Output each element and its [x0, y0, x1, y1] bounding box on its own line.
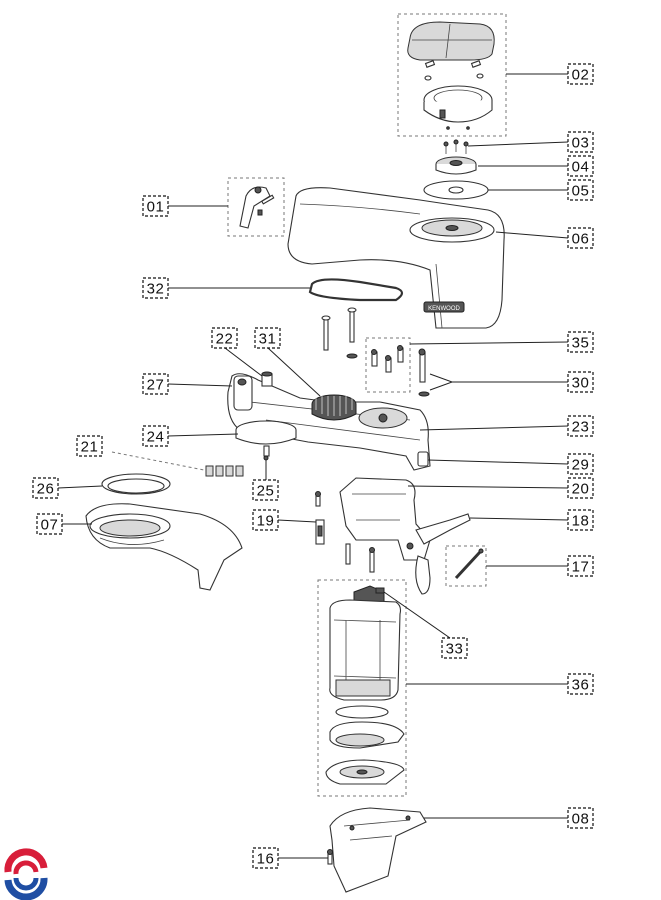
svg-text:07: 07 [41, 517, 59, 534]
svg-text:05: 05 [572, 183, 590, 200]
part-07-lower-cover [85, 503, 243, 591]
part-03-screws [443, 139, 469, 154]
svg-text:26: 26 [37, 481, 55, 498]
svg-text:33: 33 [446, 641, 464, 658]
svg-text:02: 02 [572, 67, 590, 84]
label-18: 18 [567, 509, 594, 531]
svg-text:03: 03 [572, 135, 590, 152]
label-02: 02 [567, 63, 594, 85]
part-06-head-casing: KENWOOD [287, 187, 505, 329]
svg-text:36: 36 [572, 677, 590, 694]
part-04-hub [435, 156, 477, 175]
part-21-rubber-pads [111, 451, 244, 477]
part-31-gear [311, 394, 357, 421]
label-19: 19 [252, 509, 279, 531]
part-19-screws [315, 491, 375, 573]
label-31: 31 [254, 327, 281, 349]
svg-text:08: 08 [572, 811, 590, 828]
label-21: 21 [76, 435, 103, 457]
label-30: 30 [567, 371, 594, 393]
svg-text:30: 30 [572, 375, 590, 392]
label-08: 08 [567, 807, 594, 829]
part-18-lever [415, 513, 471, 595]
label-23: 23 [567, 415, 594, 437]
label-24: 24 [142, 425, 169, 447]
svg-text:31: 31 [259, 331, 277, 348]
part-25-shaft [263, 445, 270, 461]
label-29: 29 [567, 453, 594, 475]
svg-text:20: 20 [572, 481, 590, 498]
svg-text:17: 17 [572, 559, 590, 576]
part-29-foot [417, 451, 429, 467]
part-22-boss [261, 371, 273, 387]
label-03: 03 [567, 131, 594, 153]
svg-text:19: 19 [257, 513, 275, 530]
svg-text:32: 32 [147, 281, 165, 298]
part-01-side-bracket [227, 177, 285, 237]
label-32: 32 [142, 277, 169, 299]
part-36-motor [317, 579, 407, 797]
svg-text:06: 06 [572, 231, 590, 248]
label-04: 04 [567, 155, 594, 177]
part-02-top-cover [397, 13, 507, 137]
label-05: 05 [567, 179, 594, 201]
label-16: 16 [252, 847, 279, 869]
label-20: 20 [567, 477, 594, 499]
part-33-brush [375, 587, 385, 594]
svg-text:21: 21 [81, 439, 99, 456]
part-26-ring [101, 473, 171, 495]
part-20-motor-bracket [339, 477, 431, 561]
svg-text:23: 23 [572, 419, 590, 436]
label-26: 26 [32, 477, 59, 499]
brand-logo [4, 848, 48, 900]
part-08-base-plate [329, 807, 427, 893]
label-25: 25 [252, 479, 279, 501]
label-35: 35 [567, 331, 594, 353]
label-07: 07 [36, 513, 63, 535]
svg-text:22: 22 [216, 331, 234, 348]
label-22: 22 [211, 327, 238, 349]
part-32-belt [308, 278, 404, 302]
label-27: 27 [142, 373, 169, 395]
label-36: 36 [567, 673, 594, 695]
part-24-lower-gear [235, 420, 297, 445]
part-16-screw [327, 849, 333, 865]
part-30-35-screws [321, 307, 430, 397]
part-23-gear-chassis [227, 373, 431, 471]
svg-text:29: 29 [572, 457, 590, 474]
brand-plate: KENWOOD [428, 306, 460, 312]
svg-text:25: 25 [257, 483, 275, 500]
leader-lines [57, 73, 569, 859]
svg-text:18: 18 [572, 513, 590, 530]
svg-text:35: 35 [572, 335, 590, 352]
part-05-washer [423, 180, 489, 200]
svg-text:16: 16 [257, 851, 275, 868]
label-06: 06 [567, 227, 594, 249]
part-17-pin [445, 545, 487, 587]
svg-text:01: 01 [147, 199, 165, 216]
svg-text:04: 04 [572, 159, 590, 176]
svg-text:24: 24 [147, 429, 165, 446]
label-01: 01 [142, 195, 169, 217]
svg-text:27: 27 [147, 377, 165, 394]
label-33: 33 [441, 637, 468, 659]
label-17: 17 [567, 555, 594, 577]
